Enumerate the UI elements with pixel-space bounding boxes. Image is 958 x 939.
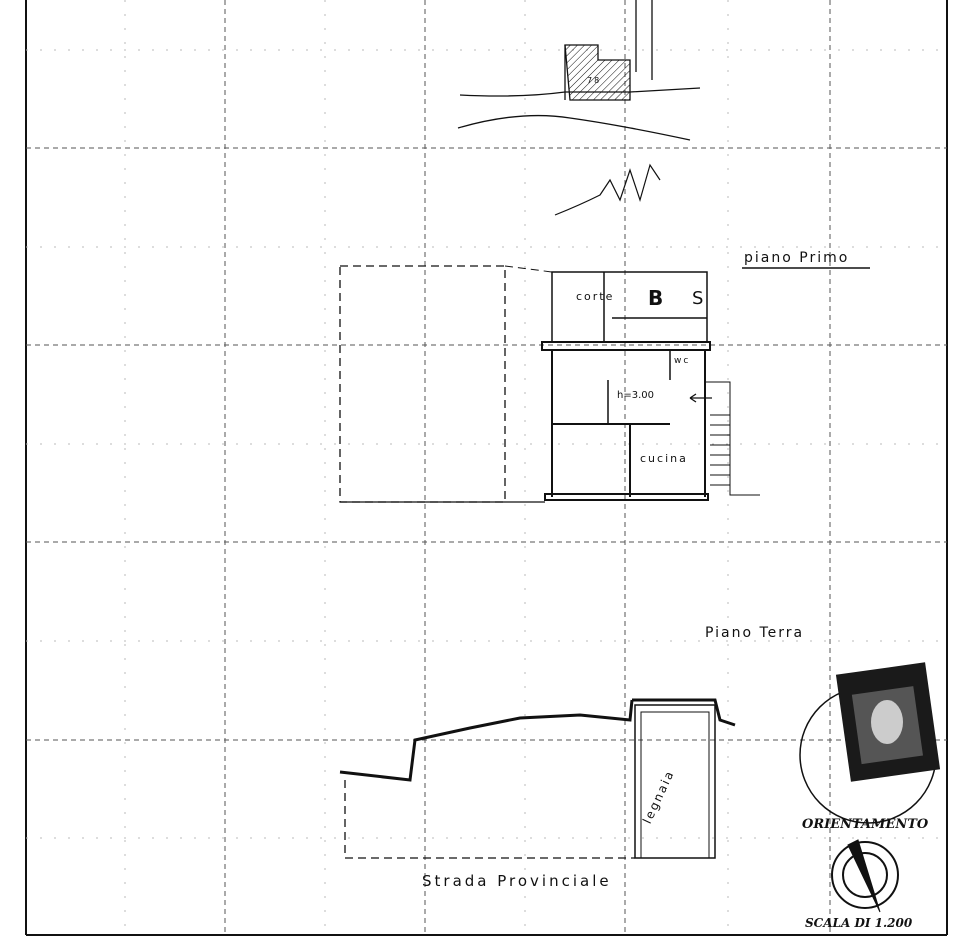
first-floor-plan [339,265,870,503]
minor-grid [26,0,947,935]
label-corte: corte [576,290,615,303]
drawing-frame [25,0,948,936]
scale-label: SCALA DI 1.200 [805,916,913,930]
label-cucina: cucina [640,452,688,465]
grid-lines [26,0,947,935]
label-room-s: S [692,288,706,309]
scribble-mark [554,163,661,216]
label-strada-provinciale: Strada Provinciale [422,872,612,890]
label-piano-primo: piano Primo [744,250,850,266]
stairs [710,414,730,486]
north-arrow-compass [831,839,899,913]
label-wc: wc [674,356,691,366]
ground-floor-plan [339,698,736,859]
orientation-label: ORIENTAMENTO [802,817,929,832]
postmark-stamp [799,662,941,824]
site-location-sketch [457,0,701,141]
label-piano-terra: Piano Terra [705,625,805,641]
label-room-b: B [648,286,666,310]
label-height: h=3.00 [617,390,654,401]
label-site-parcel: 78 [587,76,602,85]
